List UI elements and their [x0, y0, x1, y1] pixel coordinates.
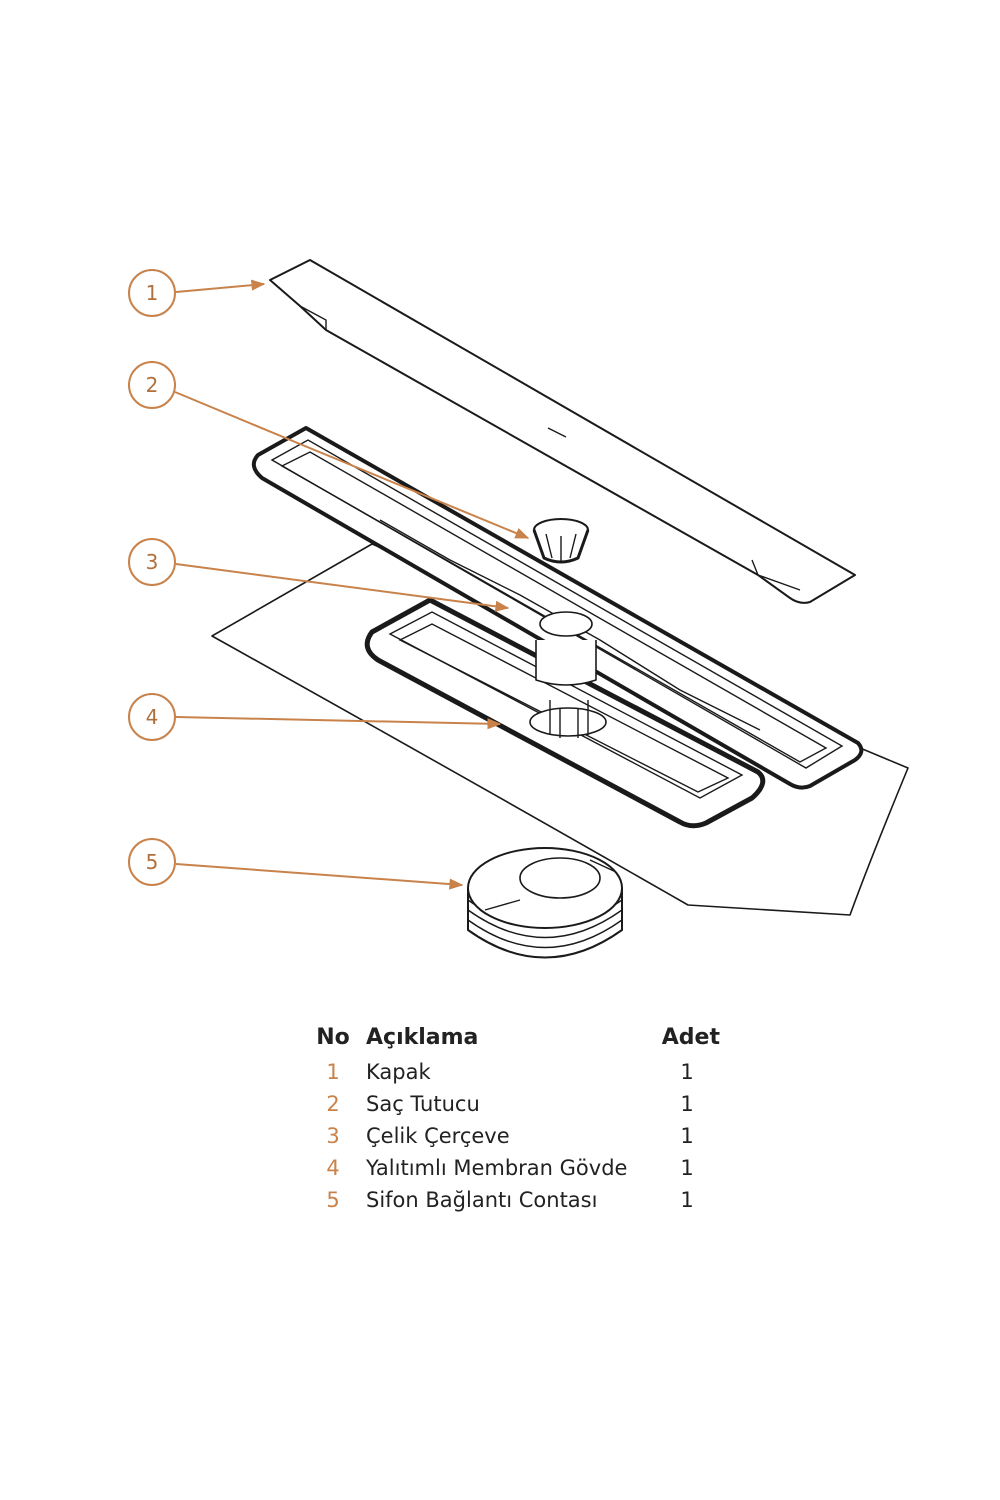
table-row: 3 Çelik Çerçeve 1: [300, 1120, 720, 1152]
table-row: 1 Kapak 1: [300, 1056, 720, 1088]
row-qty: 1: [680, 1060, 694, 1084]
row-description: Çelik Çerçeve: [366, 1124, 510, 1148]
row-description: Yalıtımlı Membran Gövde: [366, 1156, 628, 1180]
table-header-row: No Açıklama Adet: [300, 1018, 720, 1056]
table-row: 2 Saç Tutucu 1: [300, 1088, 720, 1120]
row-qty: 1: [680, 1188, 694, 1212]
drain-cover: [269, 259, 856, 604]
row-description: Kapak: [366, 1060, 431, 1084]
parts-table: No Açıklama Adet 1 Kapak 1 2 Saç Tutucu …: [300, 1018, 720, 1216]
callout-label: 4: [146, 705, 159, 729]
siphon-gasket: [467, 847, 623, 959]
row-qty: 1: [680, 1124, 694, 1148]
drain-body: [364, 597, 766, 829]
header-qty: Adet: [661, 1024, 720, 1050]
callout-4: 4: [128, 693, 502, 741]
row-no: 5: [326, 1188, 340, 1212]
row-qty: 1: [680, 1092, 694, 1116]
callout-label: 3: [146, 550, 159, 574]
callout-5: 5: [128, 838, 464, 890]
callout-2: 2: [128, 361, 530, 539]
callout-1: 1: [128, 269, 266, 317]
hair-catcher: [532, 518, 590, 564]
exploded-view-diagram: 1 2 3 4 5: [128, 259, 909, 959]
row-description: Sifon Bağlantı Contası: [366, 1188, 598, 1212]
callout-3: 3: [128, 538, 510, 612]
table-row: 4 Yalıtımlı Membran Gövde 1: [300, 1152, 720, 1184]
row-no: 1: [326, 1060, 340, 1084]
callout-label: 1: [146, 281, 159, 305]
row-no: 2: [326, 1092, 340, 1116]
header-description: Açıklama: [366, 1024, 479, 1050]
header-no: No: [316, 1024, 350, 1050]
row-no: 3: [326, 1124, 340, 1148]
row-qty: 1: [680, 1156, 694, 1180]
callout-label: 5: [146, 850, 159, 874]
row-no: 4: [326, 1156, 340, 1180]
steel-frame: [251, 426, 864, 790]
callout-label: 2: [146, 373, 159, 397]
table-row: 5 Sifon Bağlantı Contası 1: [300, 1184, 720, 1216]
row-description: Saç Tutucu: [366, 1092, 480, 1116]
